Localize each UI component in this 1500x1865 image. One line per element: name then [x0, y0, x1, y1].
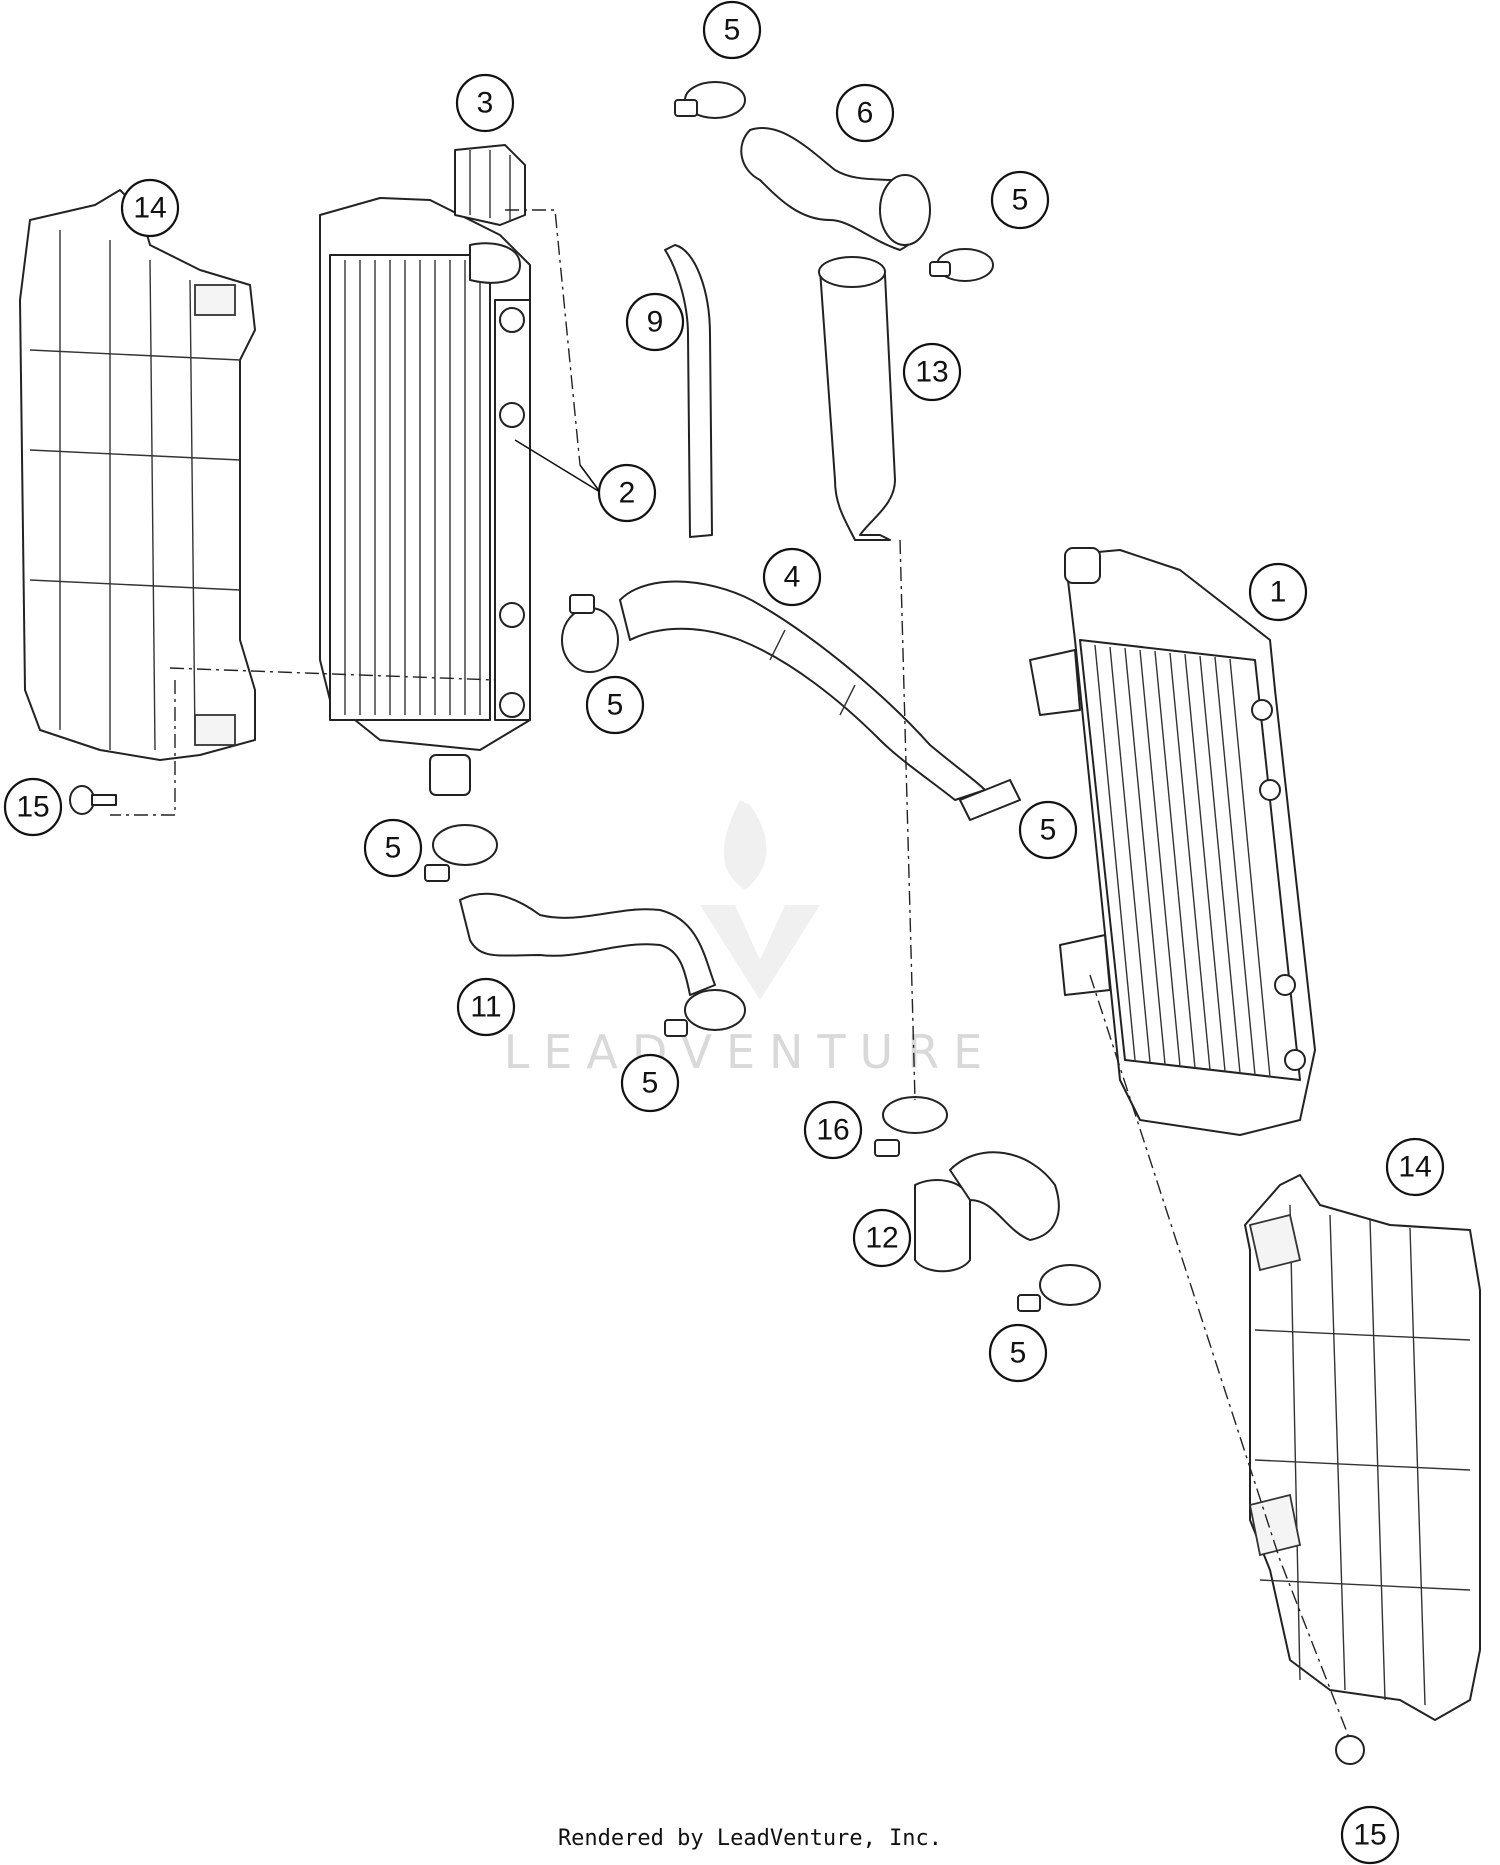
callout-14: 14: [120, 178, 180, 238]
watermark-text: LEADVENTURE: [504, 1025, 997, 1079]
hose-clamp-lower-left: [424, 824, 498, 882]
hose-clamp-mid-left: [561, 594, 619, 673]
svg-text:5: 5: [385, 832, 402, 865]
hose-4: [619, 580, 986, 801]
hose-12: [914, 1151, 1060, 1273]
hose-clamp-12-end: [1017, 1264, 1101, 1312]
callout-14: 14: [1385, 1137, 1445, 1197]
svg-text:5: 5: [642, 1067, 659, 1100]
callout-5: 5: [363, 818, 423, 878]
hose-clamp-top: [674, 81, 746, 119]
svg-text:16: 16: [816, 1114, 849, 1147]
svg-text:14: 14: [133, 192, 166, 225]
callout-6: 6: [835, 83, 895, 143]
callout-9: 9: [625, 292, 685, 352]
svg-text:13: 13: [915, 356, 948, 389]
callout-4: 4: [762, 547, 822, 607]
hose-6: [740, 127, 931, 251]
radiator-cap-part: [454, 144, 526, 226]
right-radiator: [1029, 547, 1316, 1136]
hose-clamp-right-top: [929, 248, 994, 282]
hose-clamp-11-end: [664, 989, 746, 1037]
leader-lines: [514, 439, 601, 493]
svg-text:3: 3: [477, 87, 494, 120]
callout-13: 13: [902, 342, 962, 402]
fastener-15-left: [69, 785, 117, 815]
callout-15: 15: [1340, 1805, 1400, 1865]
svg-text:5: 5: [1010, 1337, 1027, 1370]
callout-5: 5: [990, 170, 1050, 230]
fastener-15-right: [1335, 1735, 1365, 1765]
render-credit: Rendered by LeadVenture, Inc.: [558, 1826, 942, 1851]
callout-11: 11: [456, 977, 516, 1037]
water-pipe: [818, 256, 896, 541]
callout-1: 1: [1248, 562, 1308, 622]
svg-text:5: 5: [1040, 814, 1057, 847]
callout-5: 5: [585, 675, 645, 735]
small-fitting: [959, 779, 1021, 821]
svg-text:11: 11: [470, 991, 501, 1024]
svg-text:6: 6: [857, 97, 874, 130]
svg-text:1: 1: [1270, 576, 1287, 609]
right-radiator-shroud: [1244, 1174, 1481, 1721]
callout-12: 12: [852, 1208, 912, 1268]
callout-5: 5: [702, 0, 762, 60]
svg-text:2: 2: [619, 477, 636, 510]
svg-text:5: 5: [724, 14, 741, 47]
left-radiator-shroud: [19, 189, 256, 761]
callout-16: 16: [803, 1100, 863, 1160]
svg-text:9: 9: [647, 306, 664, 339]
left-radiator: [319, 197, 531, 796]
callout-3: 3: [455, 73, 515, 133]
svg-text:4: 4: [784, 561, 801, 594]
svg-text:5: 5: [1012, 184, 1029, 217]
svg-text:5: 5: [607, 689, 624, 722]
breather-tube: [664, 244, 713, 538]
leadventure-watermark-logo: [700, 800, 820, 1000]
svg-text:12: 12: [865, 1222, 898, 1255]
callout-15: 15: [3, 777, 63, 837]
assembly-lines: [110, 209, 1351, 1741]
svg-text:15: 15: [16, 791, 49, 824]
svg-text:15: 15: [1353, 1819, 1386, 1852]
callout-5: 5: [1018, 800, 1078, 860]
callout-5: 5: [620, 1053, 680, 1113]
svg-text:14: 14: [1398, 1151, 1431, 1184]
hose-clamp-16: [874, 1096, 948, 1157]
callout-5: 5: [988, 1323, 1048, 1383]
callout-2: 2: [597, 463, 657, 523]
hose-11: [459, 892, 716, 996]
